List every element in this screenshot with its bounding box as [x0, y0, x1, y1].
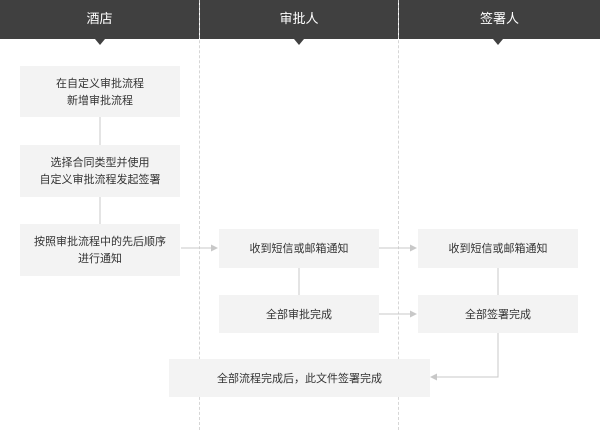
step-select-contract-type-line1: 选择合同类型并使用 [50, 156, 150, 169]
lane-header-signer: 签署人 [399, 0, 600, 39]
lane-header-hotel: 酒店 [0, 0, 199, 39]
arrowhead-to-approver1 [211, 244, 218, 252]
lane-notch-approver [294, 39, 304, 45]
step-document-completed-label: 全部流程完成后，此文件签署完成 [217, 371, 382, 385]
step-all-approved-label: 全部审批完成 [266, 307, 332, 321]
arrowhead-to-signer2 [410, 310, 417, 318]
lane-title-approver: 审批人 [279, 12, 319, 27]
step-all-approved: 全部审批完成 [219, 295, 379, 333]
lane-notch-hotel [95, 39, 105, 45]
arrowhead-to-final [430, 373, 437, 381]
connector-signer2-final [436, 333, 499, 378]
step-create-approval-flow-line1: 在自定义审批流程 [56, 76, 144, 90]
step-signer-notified-label: 收到短信或邮箱通知 [448, 242, 548, 255]
step-notify-in-order-line1: 按照审批流程中的先后顺序 [34, 235, 166, 248]
step-document-completed: 全部流程完成后，此文件签署完成 [169, 359, 430, 397]
lane-divider-2 [398, 0, 400, 430]
step-all-signed-label: 全部签署完成 [465, 307, 531, 321]
lane-title-signer: 签署人 [479, 12, 519, 27]
step-select-contract-type: 选择合同类型并使用 自定义审批流程发起签署 [20, 145, 180, 197]
step-notify-in-order-line2: 进行通知 [78, 252, 122, 265]
step-signer-notified: 收到短信或邮箱通知 [418, 229, 578, 268]
step-notify-in-order: 按照审批流程中的先后顺序 进行通知 [20, 224, 180, 276]
lane-title-hotel: 酒店 [86, 12, 113, 27]
step-approver-notified-label: 收到短信或邮箱通知 [249, 242, 349, 255]
lane-header-approver: 审批人 [200, 0, 398, 39]
step-approver-notified: 收到短信或邮箱通知 [219, 229, 379, 268]
step-create-approval-flow: 在自定义审批流程 新增审批流程 [20, 66, 180, 117]
step-create-approval-flow-line2: 新增审批流程 [67, 93, 133, 107]
lane-divider-1 [199, 0, 201, 430]
step-all-signed: 全部签署完成 [418, 295, 578, 333]
step-select-contract-type-line2: 自定义审批流程发起签署 [39, 173, 161, 186]
lane-notch-signer [493, 39, 503, 45]
arrowhead-to-signer1 [410, 244, 417, 252]
